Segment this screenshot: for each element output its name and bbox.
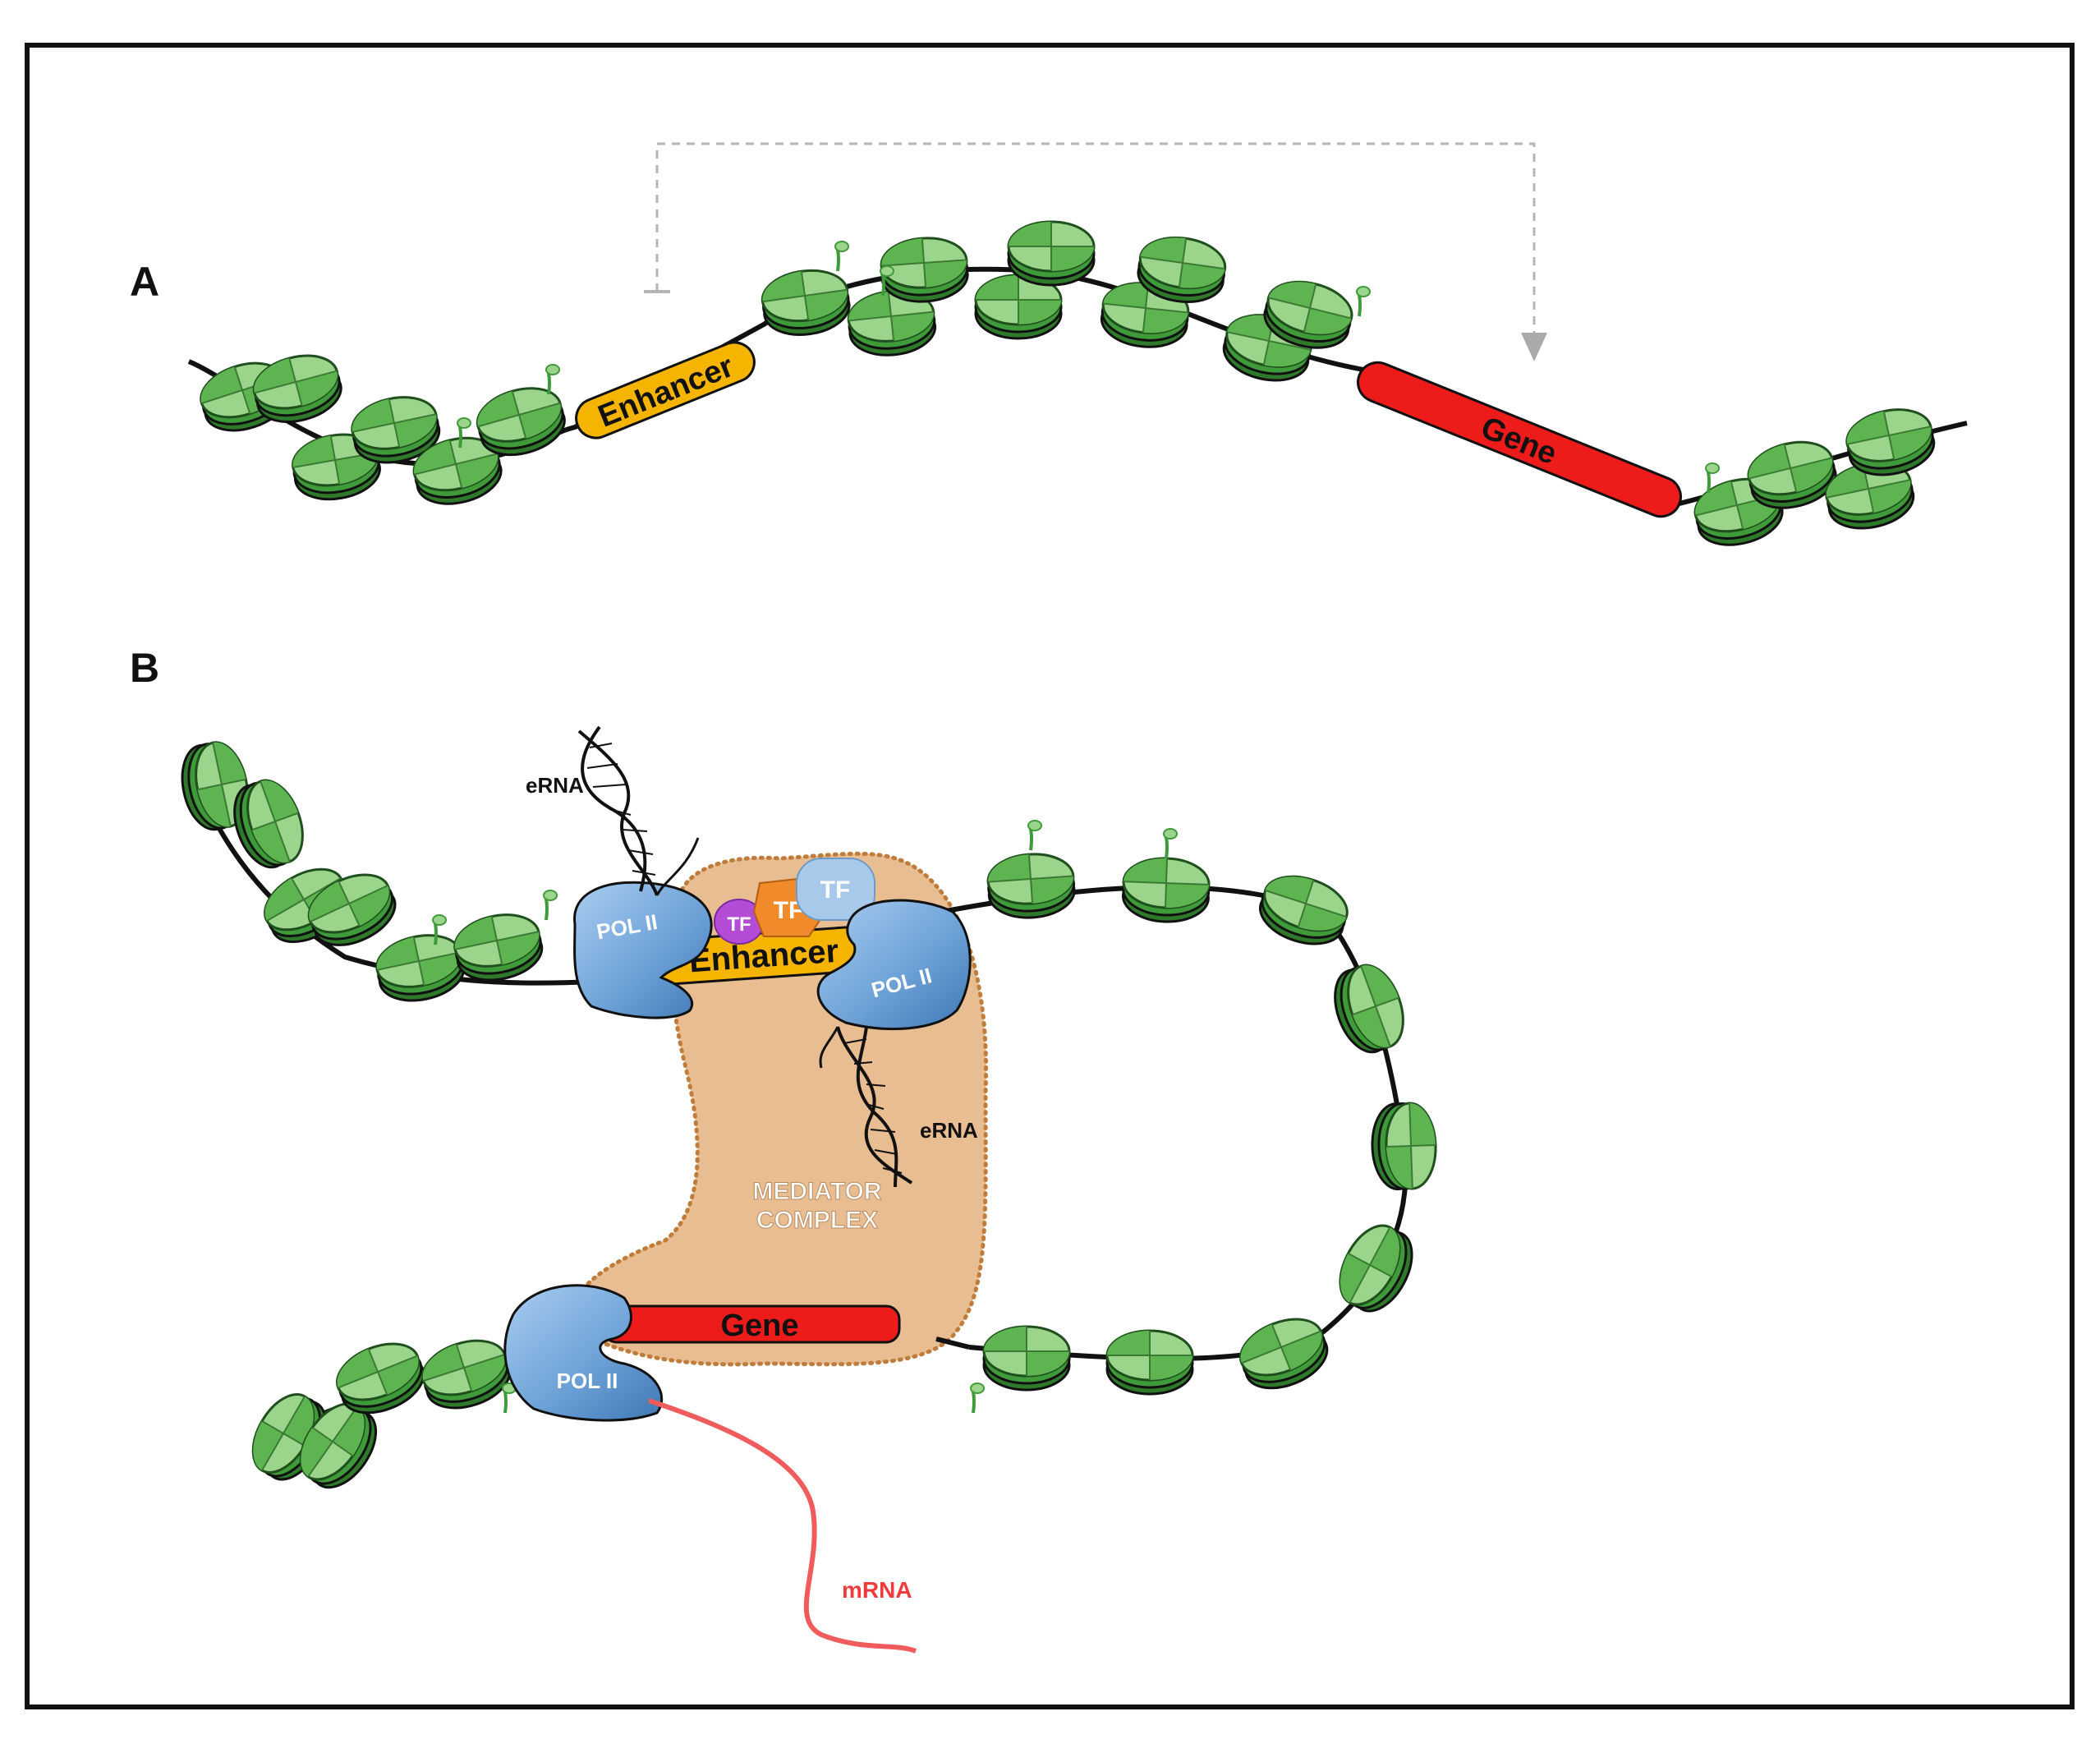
tf-label-blue: TF [820,876,851,904]
gene-element-b: Gene [602,1304,901,1344]
regulation-arrow-head [1521,333,1547,361]
erna-helix-upper [577,725,700,896]
erna-helix-lower [819,1026,913,1188]
mrna-strand [648,1398,917,1654]
mediator-label-line2: COMPLEX [756,1207,878,1234]
transcription-factor-blue: TF [796,858,875,921]
regulation-arrow [655,142,1536,333]
pol2-upper-left: POL II [573,881,713,1019]
mediator-label-line1: MEDIATOR [752,1178,882,1205]
erna-label-lower: eRNA [920,1118,978,1143]
transcription-factor-purple: TF [714,899,765,945]
panel-a-letter: A [130,259,159,305]
panel-b-letter: B [130,645,159,691]
mrna-label: mRNA [842,1577,912,1603]
pol2-label-lower-left: POL II [557,1369,618,1393]
tf-label-purple: TF [727,913,751,936]
pol2-upper-right: POL II [816,899,972,1031]
gene-label-b: Gene [720,1309,798,1343]
erna-label-upper: eRNA [526,773,584,798]
pol2-lower-left: POL II [503,1284,664,1422]
